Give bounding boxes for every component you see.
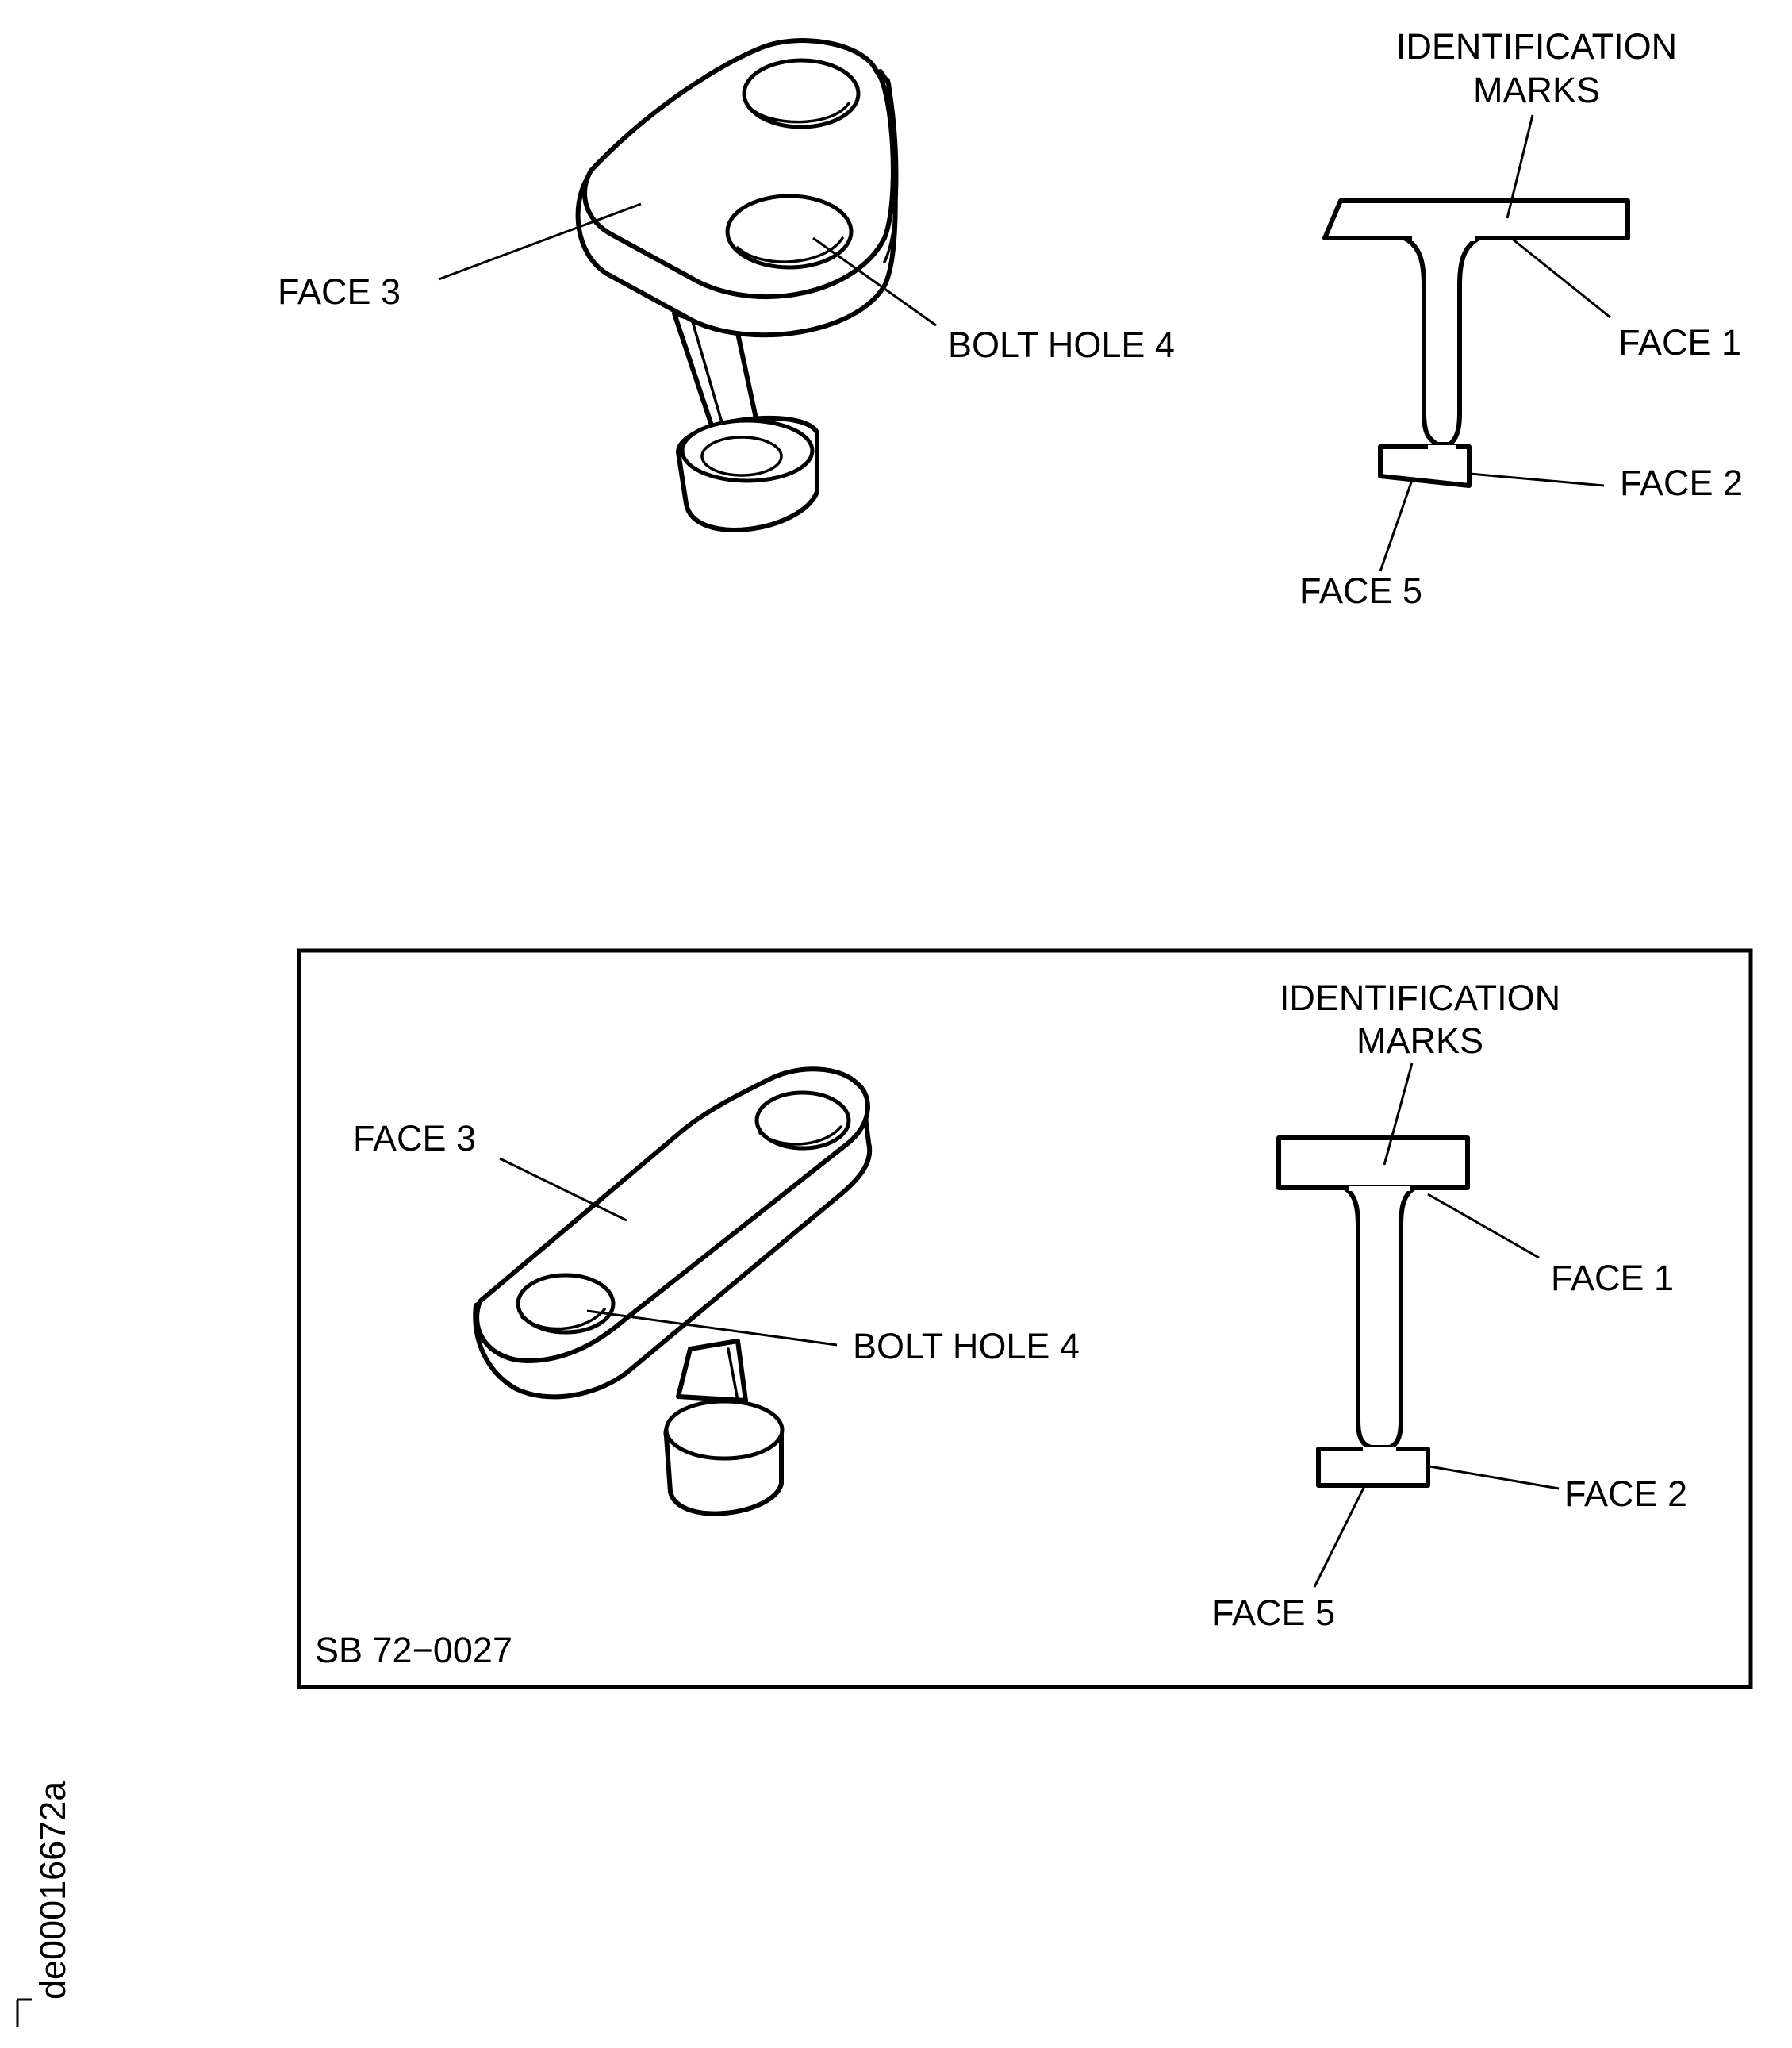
leader-face3-top [438, 202, 642, 281]
leader-face1-top [1510, 236, 1611, 319]
label-face5-bottom: FACE 5 [1212, 1593, 1335, 1633]
leader-face5-top [1379, 479, 1414, 572]
leader-face1-bottom [1427, 1193, 1540, 1259]
label-face3-bottom: FACE 3 [353, 1118, 476, 1158]
leader-idmarks-bottom [1383, 1062, 1414, 1166]
label-marks-bottom: MARKS [1356, 1020, 1483, 1061]
service-bulletin-label: SB 72−0027 [315, 1630, 512, 1670]
leader-bolthole-bottom [586, 1309, 838, 1347]
leader-face2-top [1469, 472, 1605, 487]
label-bolthole-bottom: BOLT HOLE 4 [853, 1326, 1080, 1366]
leader-face3-bottom [499, 1157, 627, 1222]
label-bolthole-top: BOLT HOLE 4 [948, 325, 1175, 365]
bottom-section-drawing [1276, 1135, 1470, 1488]
label-face2-bottom: FACE 2 [1564, 1474, 1687, 1514]
label-face5-top: FACE 5 [1299, 571, 1422, 611]
label-face3-top: FACE 3 [278, 271, 401, 312]
top-view: FACE 3 BOLT HOLE 4 IDENTIFICATION MARKS … [278, 26, 1743, 611]
leader-bolthole-top [812, 236, 937, 327]
label-face2-top: FACE 2 [1620, 463, 1743, 503]
bottom-view-frame [297, 948, 1753, 1689]
figure-id-group: de00016672a [16, 1781, 73, 2027]
label-face1-top: FACE 1 [1618, 322, 1741, 363]
label-marks-top: MARKS [1473, 70, 1600, 110]
label-identification-top: IDENTIFICATION [1396, 26, 1677, 67]
bottom-bracket-drawing [473, 1066, 873, 1516]
top-bracket-drawing [575, 38, 899, 532]
bottom-view: FACE 3 BOLT HOLE 4 IDENTIFICATION MARKS … [297, 948, 1753, 1689]
label-face1-bottom: FACE 1 [1551, 1258, 1674, 1298]
figure-id: de00016672a [33, 1781, 73, 2000]
leader-idmarks-top [1506, 114, 1534, 219]
top-section-drawing [1322, 198, 1630, 488]
leader-face5-bottom [1313, 1485, 1366, 1588]
leader-face2-bottom [1429, 1465, 1560, 1490]
label-identification-bottom: IDENTIFICATION [1280, 978, 1560, 1018]
